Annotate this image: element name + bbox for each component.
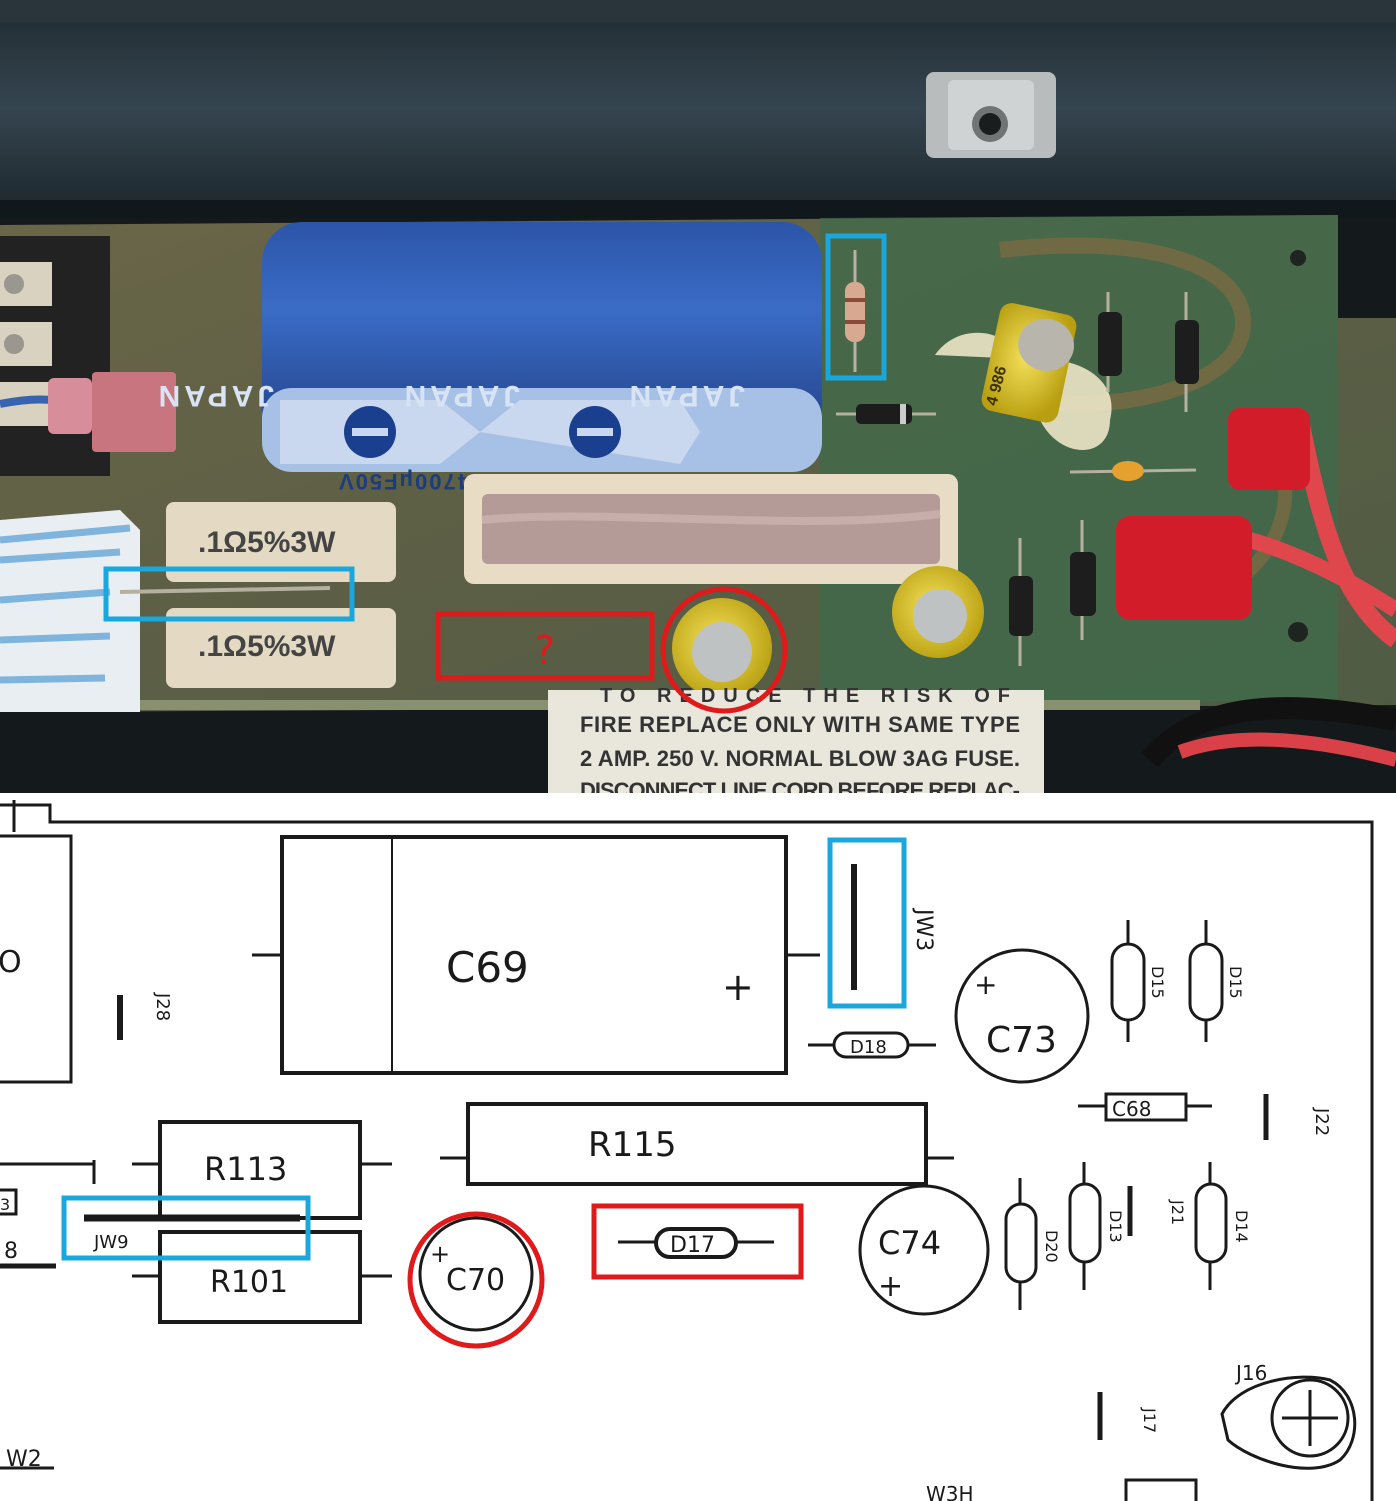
label-c70: C70 <box>446 1263 505 1298</box>
highlight-box-jw3-photo <box>825 233 887 381</box>
edge-label-0: O <box>0 945 22 980</box>
label-jw3: JW3 <box>911 907 936 951</box>
edge-component <box>0 1188 18 1216</box>
mounting-tab <box>926 72 1056 158</box>
diode-d17-drawing <box>654 1227 738 1259</box>
plus-sign: + <box>974 968 997 1001</box>
resistor-r101-photo: .1Ω5%3W <box>166 608 396 688</box>
resistor-print: .1Ω5%3W <box>198 630 336 663</box>
pcb-layout-drawing: C69 + JW3 J28 D18 C73 + D15 D15 C68 J22 <box>0 793 1396 1501</box>
diode-d13-photo <box>1070 520 1096 640</box>
label-d13: D13 <box>1106 1210 1125 1243</box>
diode-d18-photo <box>836 404 936 424</box>
highlight-box-d17-photo <box>435 611 655 681</box>
label-c68: C68 <box>1112 1097 1151 1121</box>
jumper-jw3-photo <box>845 250 865 372</box>
label-d14: D14 <box>1232 1210 1251 1243</box>
plus-sign: + <box>722 965 754 1009</box>
highlight-box-jw3-drawing <box>827 837 907 1009</box>
label-j21: J21 <box>1168 1199 1187 1225</box>
connector-j16-drawing <box>1220 1375 1357 1470</box>
terminal-block <box>0 236 176 476</box>
diode-d16-photo <box>1098 292 1122 392</box>
label-w2: W2 <box>6 1447 42 1472</box>
c68-outline <box>1104 1092 1188 1122</box>
label-d17: D17 <box>670 1233 715 1258</box>
jumper-jw9-photo <box>119 586 331 594</box>
label-j22: J22 <box>1311 1107 1332 1136</box>
mounting-hole <box>1290 250 1306 266</box>
label-r113: R113 <box>204 1150 287 1188</box>
c74-outline <box>858 1184 990 1316</box>
label-r115: R115 <box>588 1125 677 1165</box>
capacitor-c74-photo <box>892 566 984 658</box>
drawing-background <box>0 793 1396 1501</box>
label-w3h: W3H <box>926 1482 974 1501</box>
diode-d15-drawing <box>1110 942 1146 1022</box>
label-d15: D15 <box>1148 966 1167 999</box>
warning-line: TO REDUCE THE RISK OF <box>600 685 1010 707</box>
highlight-circle-c70-drawing <box>407 1211 545 1349</box>
red-wires <box>1116 408 1396 768</box>
diode-d18-drawing <box>832 1031 910 1059</box>
label-j28: J28 <box>152 992 173 1021</box>
fuse-warning-label: TO REDUCE THE RISK OF FIRE REPLACE ONLY … <box>548 685 1044 803</box>
bottom-component-outline <box>1124 1478 1198 1501</box>
diode-d15-drawing <box>1188 942 1224 1022</box>
diode-d15-photo <box>1175 292 1199 412</box>
question-mark: ? <box>534 628 555 674</box>
highlight-box-jw9-drawing <box>61 1195 311 1261</box>
edge-label-3: 3 <box>0 1195 10 1214</box>
chassis-edge <box>0 0 1396 22</box>
resistor-print: .1Ω5%3W <box>198 526 336 559</box>
capacitor-c70-photo <box>672 598 772 698</box>
capacitor-print-japan: JAPAN <box>155 379 274 412</box>
plus-sign: + <box>430 1240 450 1268</box>
capacitor-print-japan: JAPAN <box>626 379 745 412</box>
highlight-box-jw9-photo <box>103 566 355 622</box>
pcb-photo: JAPAN JAPAN JAPAN 4700μF50V 4 986 <box>0 0 1396 803</box>
edge-label-8: 8 <box>4 1239 18 1264</box>
left-component-outline <box>0 834 73 1084</box>
label-r101: R101 <box>210 1265 288 1300</box>
diode-d14-drawing <box>1194 1182 1228 1264</box>
capacitor-c73-photo: 4 986 <box>935 303 1112 450</box>
chassis-lip <box>0 200 1396 218</box>
r115-outline <box>466 1102 928 1186</box>
capacitor-rating: 4700μF50V <box>337 469 470 494</box>
resistor-r113-photo: .1Ω5%3W <box>166 502 396 582</box>
label-d18: D18 <box>850 1037 887 1058</box>
label-j17: J17 <box>1140 1407 1159 1433</box>
diode-d13-drawing <box>1068 1182 1102 1264</box>
capacitor-c69-photo: JAPAN JAPAN JAPAN 4700μF50V <box>155 222 822 494</box>
label-d20: D20 <box>1042 1230 1061 1263</box>
board-outline <box>0 803 1374 1501</box>
capacitor-print-japan: JAPAN <box>401 379 520 412</box>
mounting-hole <box>1288 622 1308 642</box>
highlight-circle-c70-photo <box>660 586 788 714</box>
plus-sign: + <box>878 1269 903 1304</box>
chassis-panel <box>0 0 1396 215</box>
warning-line: 2 AMP. 250 V. NORMAL BLOW 3AG FUSE. <box>580 746 1020 771</box>
ribbon-cable <box>0 510 140 712</box>
resistor-r115-photo <box>464 474 958 584</box>
label-j16: J16 <box>1234 1361 1267 1385</box>
highlight-box-d17-drawing <box>591 1203 804 1280</box>
label-jw9: JW9 <box>93 1232 129 1253</box>
warning-line: FIRE REPLACE ONLY WITH SAME TYPE <box>580 712 1020 737</box>
label-c73: C73 <box>986 1020 1057 1061</box>
capacitor-c68-photo <box>1069 461 1197 481</box>
label-d15: D15 <box>1226 966 1245 999</box>
diode-d20-drawing <box>1004 1202 1038 1284</box>
label-c69: C69 <box>446 943 529 992</box>
diode-d20-photo <box>1009 538 1033 666</box>
c73-outline <box>954 948 1090 1084</box>
c70-outline <box>418 1216 534 1332</box>
label-c74: C74 <box>878 1224 941 1262</box>
